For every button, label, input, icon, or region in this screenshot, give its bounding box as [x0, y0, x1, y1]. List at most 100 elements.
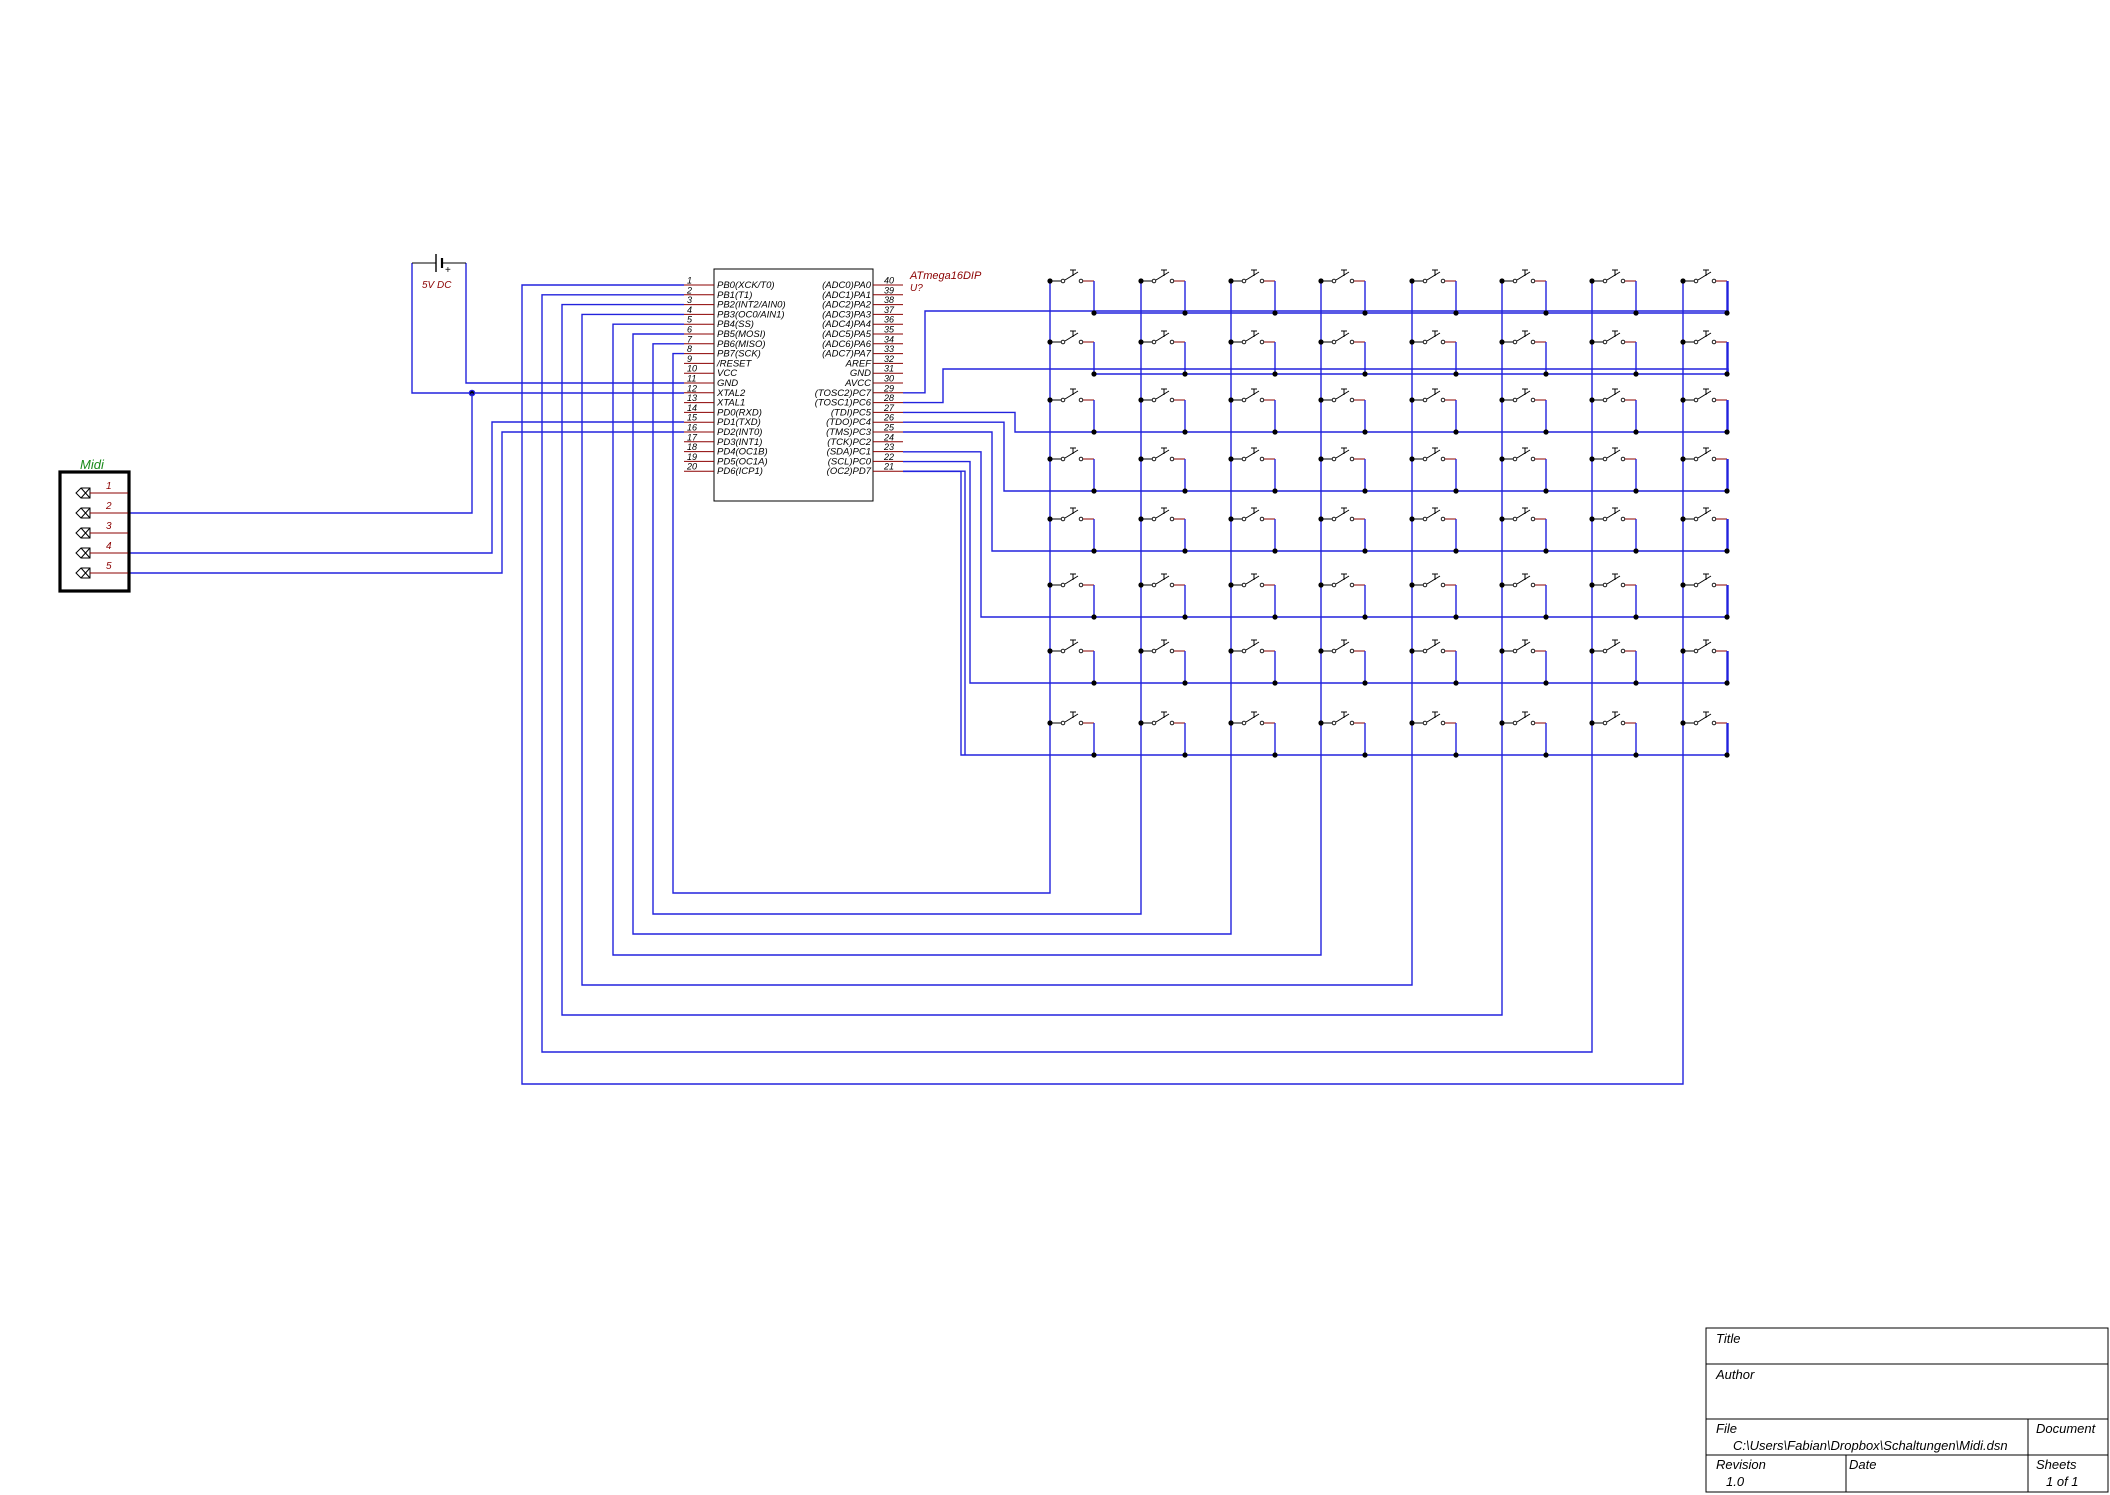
wire [128, 431, 684, 574]
junction-dot [1091, 680, 1097, 686]
date-label: Date [1849, 1457, 1876, 1472]
midi-pin-number: 1 [106, 481, 112, 492]
switch-matrix [1047, 269, 1730, 758]
junction-dot [1633, 752, 1639, 758]
mcu-pin-number: 22 [883, 452, 894, 462]
mcu-pin-name: PB5(MOSI) [717, 329, 766, 340]
key-switch [1228, 639, 1278, 686]
junction-dot [1724, 680, 1730, 686]
mcu-pin-number: 4 [687, 305, 692, 315]
mcu-pin-number: 10 [687, 364, 697, 374]
junction-dot [1543, 488, 1549, 494]
mcu-pin-name: AREF [845, 358, 873, 369]
junction-dot [1453, 429, 1459, 435]
junction-dot [1362, 371, 1368, 377]
key-switch [1680, 269, 1730, 316]
key-switch [1318, 507, 1368, 554]
mcu-pin-name: PD0(RXD) [717, 407, 762, 418]
key-switch [1499, 269, 1549, 316]
junction-dot [1272, 429, 1278, 435]
mcu-ref-label: U? [910, 283, 923, 294]
mcu-pin-number: 19 [687, 452, 697, 462]
wire [652, 343, 1142, 915]
mcu-pin-name: (TCK)PC2 [827, 437, 872, 448]
wire [521, 284, 1684, 1085]
mcu-pin-name: GND [717, 378, 738, 389]
midi-pin: 1 [75, 481, 128, 499]
wire [1094, 459, 1729, 492]
wires [128, 263, 1729, 1085]
wire [903, 421, 1094, 492]
mcu-pin-number: 11 [687, 374, 696, 384]
junction-dot [1272, 371, 1278, 377]
mcu-pin-name: GND [850, 368, 871, 379]
key-switch [1409, 573, 1459, 620]
wire [612, 323, 1322, 956]
key-switch [1138, 330, 1188, 377]
junction-dot [1362, 488, 1368, 494]
mcu-pin-number: 1 [687, 276, 692, 286]
key-switch [1318, 447, 1368, 494]
junction-dot [1453, 371, 1459, 377]
key-switch [1228, 711, 1278, 758]
key-switch [1047, 639, 1097, 686]
key-switch [1499, 388, 1549, 435]
mcu-pin-name: (TDO)PC4 [826, 417, 871, 428]
mcu-pin-name: PB3(OC0/AIN1) [717, 309, 785, 320]
mcu-pin-number: 7 [687, 334, 693, 344]
junction-dot [1453, 680, 1459, 686]
mcu-pin-name: (ADC4)PA4 [822, 319, 871, 330]
key-switch [1228, 447, 1278, 494]
junction-dot [1453, 752, 1459, 758]
wire [581, 313, 1413, 986]
junction-dot [1633, 429, 1639, 435]
junction-dot [1453, 614, 1459, 620]
junction-dot [1272, 488, 1278, 494]
junction-dot [1182, 680, 1188, 686]
mcu-pin-name: VCC [717, 368, 737, 379]
mcu-pin-name: PB0(XCK/T0) [717, 280, 775, 291]
key-switch [1318, 388, 1368, 435]
mcu-pin-number: 30 [884, 374, 894, 384]
junction-dot [1272, 680, 1278, 686]
key-switch [1589, 711, 1639, 758]
wire [903, 310, 1729, 394]
mcu-pin-name: (TMS)PC3 [826, 427, 872, 438]
junction-dot [1182, 429, 1188, 435]
key-switch [1499, 507, 1549, 554]
mcu-pin-name: PD4(OC1B) [717, 447, 768, 458]
junction-dot [1633, 680, 1639, 686]
revision-value: 1.0 [1726, 1474, 1745, 1489]
key-switch [1047, 711, 1097, 758]
wire [1094, 519, 1729, 552]
mcu-pin-name: (ADC5)PA5 [822, 329, 872, 340]
title-label: Title [1716, 1331, 1740, 1346]
mcu-pin-name: PD1(TXD) [717, 417, 761, 428]
junction-dot [1724, 488, 1730, 494]
mcu-pin-number: 3 [687, 295, 692, 305]
mcu-pin-name: PB2(INT2/AIN0) [717, 300, 786, 311]
wire [672, 352, 1051, 894]
junction-dot [1182, 371, 1188, 377]
key-switch [1047, 447, 1097, 494]
mcu-pin-name: (SDA)PC1 [827, 447, 871, 458]
key-switch [1228, 388, 1278, 435]
battery-5v: + 5V DC [412, 254, 466, 291]
mcu-pin-number: 31 [884, 364, 894, 374]
key-switch [1138, 573, 1188, 620]
junction-dot [1633, 614, 1639, 620]
junction-dot [1633, 488, 1639, 494]
key-switch [1047, 330, 1097, 377]
mcu-pin-name: (SCL)PC0 [828, 456, 872, 467]
junction-dot [1362, 680, 1368, 686]
key-switch [1138, 639, 1188, 686]
wire [541, 294, 1593, 1053]
midi-label: Midi [80, 457, 105, 472]
mcu-pin-number: 8 [687, 344, 692, 354]
mcu-pin-name: (TDI)PC5 [831, 407, 872, 418]
junction-dot [1362, 548, 1368, 554]
key-switch [1318, 573, 1368, 620]
junction-dot [1543, 429, 1549, 435]
key-switch [1138, 447, 1188, 494]
key-switch [1680, 711, 1730, 758]
